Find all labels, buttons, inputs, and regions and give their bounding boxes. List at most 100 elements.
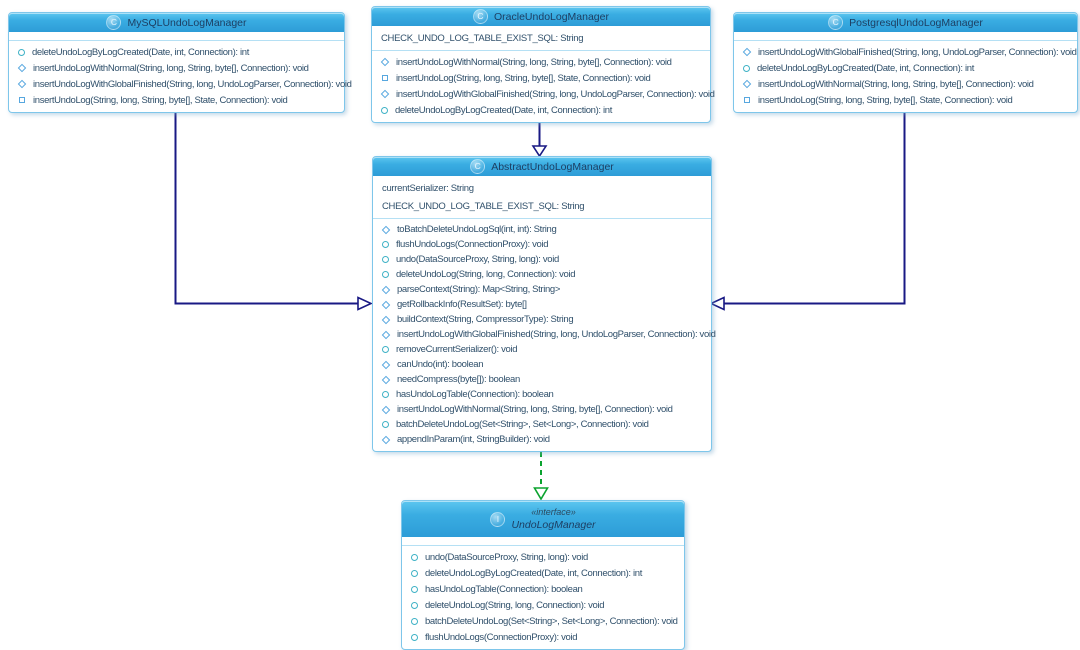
class-header[interactable]: C MySQLUndoLogManager: [9, 13, 344, 34]
method-visibility-icon: [381, 285, 391, 294]
field-row[interactable]: CHECK_UNDO_LOG_TABLE_EXIST_SQL: String: [381, 33, 584, 44]
method-row[interactable]: buildContext(String, CompressorType): St…: [373, 312, 711, 327]
class-box-mysql-undo-log-manager[interactable]: C MySQLUndoLogManager deleteUndoLogByLog…: [8, 12, 352, 113]
method-row[interactable]: deleteUndoLogByLogCreated(Date, int, Con…: [372, 102, 710, 118]
interface-title: UndoLogManager: [511, 519, 596, 531]
method-signature: insertUndoLogWithGlobalFinished(String, …: [758, 46, 1077, 58]
inheritance-edge-mysql[interactable]: [174, 111, 373, 311]
interface-header[interactable]: I «interface» UndoLogManager: [402, 501, 684, 539]
method-row[interactable]: batchDeleteUndoLog(Set<String>, Set<Long…: [373, 417, 711, 432]
method-signature: deleteUndoLogByLogCreated(Date, int, Con…: [757, 62, 974, 74]
class-header[interactable]: C OracleUndoLogManager: [372, 7, 710, 28]
method-row[interactable]: insertUndoLogWithGlobalFinished(String, …: [9, 76, 352, 92]
method-visibility-icon: [742, 47, 752, 57]
method-row[interactable]: insertUndoLogWithNormal(String, long, St…: [372, 54, 710, 70]
method-row[interactable]: hasUndoLogTable(Connection): boolean: [373, 387, 711, 402]
method-row[interactable]: deleteUndoLogByLogCreated(Date, int, Con…: [734, 60, 1077, 76]
method-visibility-icon: [381, 435, 391, 444]
method-row[interactable]: flushUndoLogs(ConnectionProxy): void: [373, 237, 711, 252]
method-row[interactable]: insertUndoLogWithGlobalFinished(String, …: [372, 86, 715, 102]
class-badge-icon: C: [106, 15, 122, 30]
inheritance-edge-postgresql[interactable]: [709, 111, 906, 311]
method-row[interactable]: flushUndoLogs(ConnectionProxy): void: [402, 629, 684, 645]
method-row[interactable]: toBatchDeleteUndoLogSql(int, int): Strin…: [373, 222, 711, 237]
fields-section: [734, 34, 1077, 41]
method-visibility-icon: [380, 57, 390, 67]
fields-section: [9, 34, 344, 41]
method-row[interactable]: insertUndoLog(String, long, String, byte…: [372, 70, 710, 86]
method-signature: deleteUndoLogByLogCreated(Date, int, Con…: [425, 567, 642, 579]
class-badge-icon: C: [828, 15, 844, 30]
method-visibility-icon: [411, 585, 418, 593]
class-header[interactable]: C PostgresqlUndoLogManager: [734, 13, 1077, 34]
method-visibility-icon: [411, 633, 418, 641]
method-visibility-icon: [382, 256, 389, 263]
method-visibility-icon: [381, 225, 391, 234]
realization-edge-abstract[interactable]: [533, 452, 549, 501]
interface-box-undo-log-manager[interactable]: I «interface» UndoLogManager undo(DataSo…: [401, 500, 685, 650]
method-row[interactable]: deleteUndoLogByLogCreated(Date, int, Con…: [402, 565, 684, 581]
class-title: AbstractUndoLogManager: [491, 160, 614, 173]
class-badge-icon: C: [470, 159, 486, 174]
method-row[interactable]: insertUndoLogWithGlobalFinished(String, …: [373, 327, 716, 342]
method-row[interactable]: deleteUndoLogByLogCreated(Date, int, Con…: [9, 44, 344, 60]
method-visibility-icon: [380, 89, 390, 99]
method-signature: deleteUndoLog(String, long, Connection):…: [396, 269, 576, 280]
class-box-postgresql-undo-log-manager[interactable]: C PostgresqlUndoLogManager insertUndoLog…: [733, 12, 1078, 113]
method-visibility-icon: [743, 64, 750, 72]
method-visibility-icon: [381, 375, 391, 384]
method-row[interactable]: deleteUndoLog(String, long, Connection):…: [373, 267, 711, 282]
method-signature: deleteUndoLogByLogCreated(Date, int, Con…: [32, 46, 249, 58]
method-row[interactable]: parseContext(String): Map<String, String…: [373, 282, 711, 297]
method-signature: batchDeleteUndoLog(Set<String>, Set<Long…: [396, 419, 649, 430]
method-row[interactable]: needCompress(byte[]): boolean: [373, 372, 711, 387]
methods-section: deleteUndoLogByLogCreated(Date, int, Con…: [9, 41, 352, 112]
method-row[interactable]: undo(DataSourceProxy, String, long): voi…: [373, 252, 711, 267]
method-row[interactable]: canUndo(int): boolean: [373, 357, 711, 372]
method-row[interactable]: insertUndoLogWithNormal(String, long, St…: [734, 76, 1077, 92]
method-signature: insertUndoLog(String, long, String, byte…: [396, 72, 651, 84]
method-row[interactable]: insertUndoLog(String, long, String, byte…: [9, 92, 344, 108]
method-signature: parseContext(String): Map<String, String…: [397, 284, 561, 295]
method-row[interactable]: hasUndoLogTable(Connection): boolean: [402, 581, 684, 597]
method-visibility-icon: [381, 106, 388, 114]
methods-section: undo(DataSourceProxy, String, long): voi…: [402, 546, 684, 649]
method-signature: undo(DataSourceProxy, String, long): voi…: [396, 254, 559, 265]
method-row[interactable]: deleteUndoLog(String, long, Connection):…: [402, 597, 684, 613]
method-row[interactable]: insertUndoLogWithNormal(String, long, St…: [9, 60, 344, 76]
class-header[interactable]: C AbstractUndoLogManager: [373, 157, 711, 178]
class-box-abstract-undo-log-manager[interactable]: C AbstractUndoLogManager currentSerializ…: [372, 156, 716, 452]
method-row[interactable]: batchDeleteUndoLog(Set<String>, Set<Long…: [402, 613, 684, 629]
method-row[interactable]: getRollbackInfo(ResultSet): byte[]: [373, 297, 711, 312]
method-signature: insertUndoLogWithNormal(String, long, St…: [397, 404, 673, 415]
method-visibility-icon: [382, 391, 389, 398]
method-row[interactable]: insertUndoLog(String, long, String, byte…: [734, 92, 1077, 108]
method-visibility-icon: [411, 601, 418, 609]
fields-section: [402, 539, 684, 546]
method-signature: flushUndoLogs(ConnectionProxy): void: [396, 239, 549, 250]
methods-section: toBatchDeleteUndoLogSql(int, int): Strin…: [373, 219, 716, 451]
method-visibility-icon: [744, 97, 750, 103]
method-signature: needCompress(byte[]): boolean: [397, 374, 520, 385]
method-row[interactable]: removeCurrentSerializer(): void: [373, 342, 711, 357]
method-row[interactable]: insertUndoLogWithNormal(String, long, St…: [373, 402, 711, 417]
extends-arrowhead-icon: [531, 145, 548, 158]
method-visibility-icon: [381, 360, 391, 369]
methods-section: insertUndoLogWithNormal(String, long, St…: [372, 51, 715, 122]
method-row[interactable]: insertUndoLogWithGlobalFinished(String, …: [734, 44, 1077, 60]
interface-stereotype: «interface»: [531, 507, 576, 517]
method-visibility-icon: [381, 330, 391, 339]
method-signature: flushUndoLogs(ConnectionProxy): void: [425, 631, 578, 643]
field-row[interactable]: CHECK_UNDO_LOG_TABLE_EXIST_SQL: String: [382, 201, 585, 212]
method-visibility-icon: [382, 75, 388, 81]
field-row[interactable]: currentSerializer: String: [382, 183, 474, 194]
method-row[interactable]: appendInParam(int, StringBuilder): void: [373, 432, 711, 447]
method-visibility-icon: [17, 79, 27, 89]
method-signature: insertUndoLog(String, long, String, byte…: [33, 94, 288, 106]
method-row[interactable]: undo(DataSourceProxy, String, long): voi…: [402, 549, 684, 565]
method-visibility-icon: [18, 48, 25, 56]
method-signature: insertUndoLogWithGlobalFinished(String, …: [33, 78, 352, 90]
class-box-oracle-undo-log-manager[interactable]: C OracleUndoLogManager CHECK_UNDO_LOG_TA…: [371, 6, 715, 123]
